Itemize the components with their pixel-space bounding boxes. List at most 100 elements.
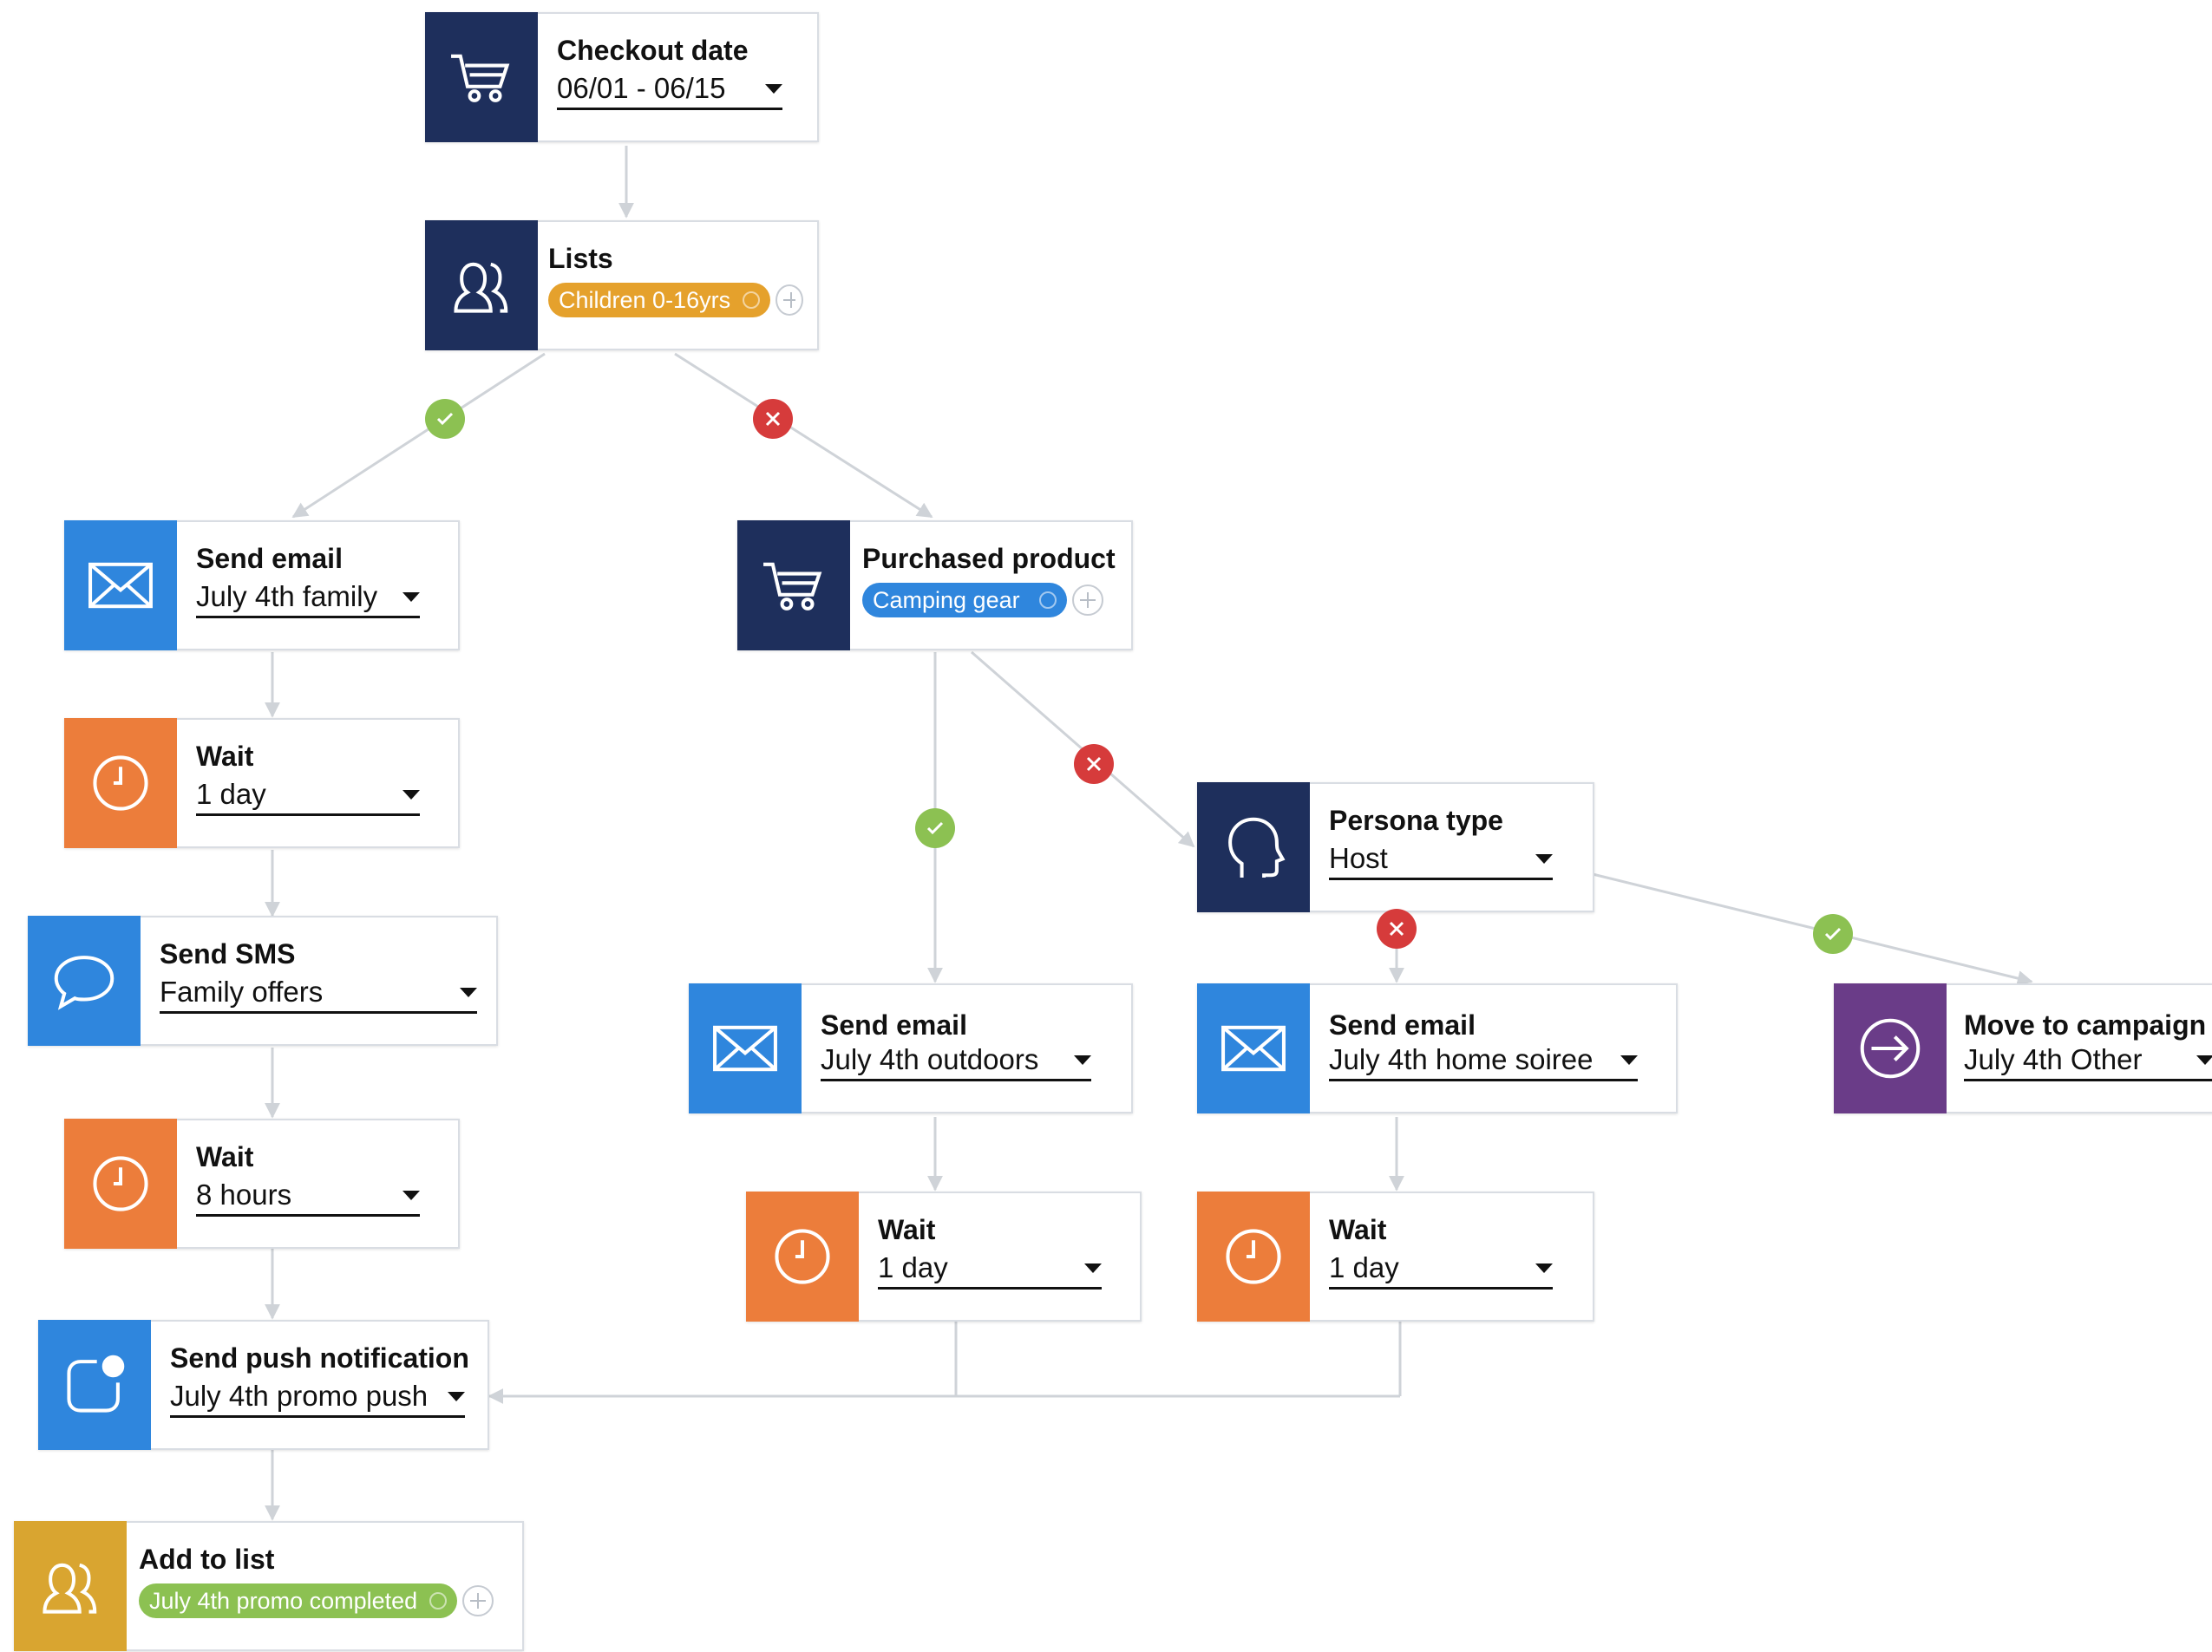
node-purchased-product[interactable]: Purchased product Camping gear [737, 520, 1133, 650]
chevron-down-icon [1620, 1055, 1638, 1065]
envelope-icon [88, 562, 153, 609]
add-tag-icon[interactable] [462, 1585, 494, 1616]
clock-icon [775, 1229, 830, 1284]
node-wait-1-day-soiree[interactable]: Wait 1 day [1197, 1192, 1594, 1322]
check-icon [926, 821, 944, 835]
chevron-down-icon [1084, 1263, 1102, 1273]
check-icon [436, 412, 454, 426]
node-dropdown-value: 1 day [1329, 1251, 1399, 1283]
node-dropdown[interactable]: 8 hours [196, 1178, 420, 1217]
clock-icon [93, 755, 148, 811]
tag-pill[interactable]: July 4th promo completed [139, 1583, 458, 1618]
node-icon-block [1834, 983, 1947, 1113]
node-title: Send email [1329, 1009, 1476, 1041]
node-dropdown-value: July 4th promo push [170, 1380, 429, 1412]
node-dropdown[interactable]: July 4th home soiree [1329, 1042, 1638, 1081]
chevron-down-icon [1074, 1055, 1091, 1065]
node-title: Add to list [139, 1544, 275, 1575]
node-wait-8-hours[interactable]: Wait 8 hours [64, 1119, 460, 1249]
node-add-to-list[interactable]: Add to list July 4th promo completed [14, 1521, 524, 1651]
node-dropdown[interactable]: Family offers [160, 975, 477, 1014]
node-title: Move to campaign [1964, 1009, 2207, 1041]
node-checkout-date[interactable]: Checkout date 06/01 - 06/15 [425, 12, 819, 142]
node-dropdown[interactable]: 1 day [878, 1250, 1102, 1290]
x-icon [765, 411, 781, 427]
node-title: Wait [196, 741, 254, 772]
node-dropdown[interactable]: July 4th promo push [170, 1379, 465, 1418]
node-icon-block [737, 520, 850, 650]
remove-tag-icon[interactable] [1038, 591, 1057, 609]
x-icon [1389, 921, 1404, 937]
people-icon [43, 1563, 97, 1614]
node-lists[interactable]: Lists Children 0-16yrs [425, 220, 819, 350]
node-send-sms[interactable]: Send SMS Family offers [28, 916, 498, 1046]
remove-tag-icon[interactable] [429, 1592, 448, 1610]
envelope-icon [1221, 1025, 1286, 1072]
chevron-down-icon [2196, 1055, 2212, 1065]
branch-yes-badge [1813, 914, 1853, 954]
node-icon-block [425, 12, 538, 142]
node-persona-type[interactable]: Persona type Host [1197, 782, 1594, 912]
node-icon-block [64, 520, 177, 650]
node-dropdown[interactable]: 1 day [1329, 1250, 1553, 1290]
node-dropdown-value: 1 day [196, 778, 266, 810]
node-dropdown-value: July 4th home soiree [1329, 1043, 1594, 1075]
node-title: Persona type [1329, 805, 1503, 836]
node-dropdown-value: 06/01 - 06/15 [557, 72, 726, 104]
node-dropdown[interactable]: July 4th Other [1964, 1042, 2212, 1081]
branch-yes-badge [425, 399, 465, 439]
arrow-circle-icon [1860, 1018, 1921, 1079]
add-tag-icon[interactable] [1071, 584, 1103, 616]
node-send-email-outdoors[interactable]: Send email July 4th outdoors [689, 983, 1133, 1113]
node-wait-1-day[interactable]: Wait 1 day [64, 718, 460, 848]
push-notification-icon [67, 1355, 125, 1413]
tag-pill[interactable]: Camping gear [862, 583, 1067, 617]
remove-tag-icon[interactable] [743, 291, 761, 309]
chevron-down-icon [402, 1190, 420, 1200]
node-dropdown[interactable]: 1 day [196, 777, 420, 816]
node-title: Checkout date [557, 35, 749, 66]
tag-pill[interactable]: Children 0-16yrs [548, 283, 771, 317]
node-icon-block [1197, 782, 1310, 912]
node-dropdown[interactable]: July 4th outdoors [821, 1042, 1091, 1081]
people-icon [454, 262, 508, 313]
node-wait-1-day-outdoors[interactable]: Wait 1 day [746, 1192, 1142, 1322]
node-send-email-family[interactable]: Send email July 4th family [64, 520, 460, 650]
clock-icon [1226, 1229, 1281, 1284]
node-icon-block [1197, 983, 1310, 1113]
clock-icon [93, 1156, 148, 1211]
node-title: Wait [196, 1141, 254, 1172]
check-icon [1824, 927, 1842, 941]
node-title: Send SMS [160, 938, 296, 970]
node-move-to-campaign[interactable]: Move to campaign July 4th Other [1834, 983, 2212, 1113]
chevron-down-icon [460, 987, 477, 997]
cart-icon [451, 54, 510, 102]
node-dropdown[interactable]: July 4th family [196, 579, 420, 618]
cart-icon [763, 562, 822, 611]
node-dropdown-value: Family offers [160, 976, 324, 1008]
branch-yes-badge [915, 808, 955, 848]
node-dropdown-value: Host [1329, 842, 1388, 874]
chevron-down-icon [765, 83, 782, 94]
branch-no-badge [1377, 909, 1417, 949]
node-dropdown[interactable]: Host [1329, 841, 1553, 880]
chevron-down-icon [1535, 853, 1553, 864]
node-title: Send email [196, 543, 343, 574]
node-icon-block [28, 916, 141, 1046]
node-icon-block [425, 220, 538, 350]
node-send-email-soiree[interactable]: Send email July 4th home soiree [1197, 983, 1678, 1113]
add-tag-icon[interactable] [776, 284, 803, 316]
chevron-down-icon [402, 591, 420, 602]
node-dropdown-value: 1 day [878, 1251, 948, 1283]
head-icon [1228, 817, 1286, 878]
node-icon-block [14, 1521, 127, 1651]
chevron-down-icon [1535, 1263, 1553, 1273]
x-icon [1086, 756, 1102, 772]
chevron-down-icon [402, 789, 420, 800]
node-title: Purchased product [862, 543, 1116, 574]
node-dropdown[interactable]: 06/01 - 06/15 [557, 71, 782, 110]
tag-label: Camping gear [873, 586, 1020, 613]
node-icon-block [38, 1320, 151, 1450]
node-send-push-notification[interactable]: Send push notification July 4th promo pu… [38, 1320, 489, 1450]
